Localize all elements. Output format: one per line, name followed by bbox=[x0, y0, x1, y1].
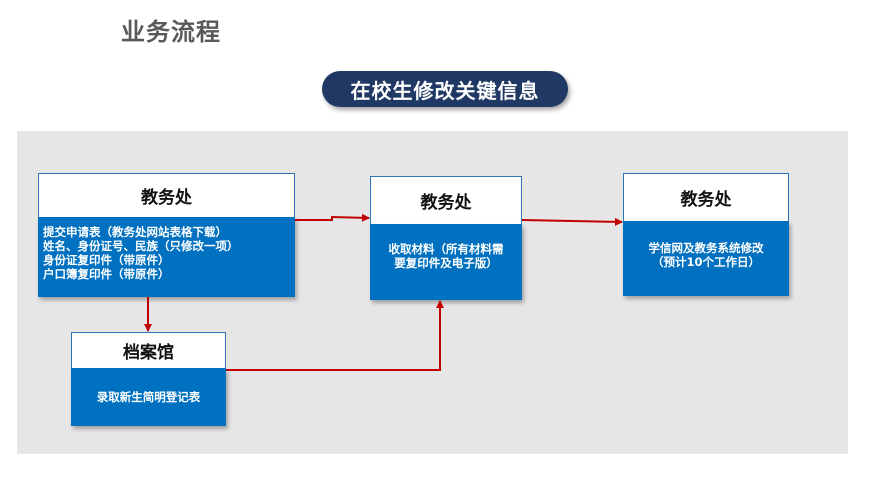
node-office-modify-line: （预计10个工作日） bbox=[651, 254, 760, 269]
node-office-modify-title: 教务处 bbox=[623, 173, 789, 221]
node-office-modify-body: 学信网及教务系统修改 （预计10个工作日） bbox=[623, 221, 789, 296]
node-office-submit-line: 户口簿复印件（带原件） bbox=[43, 267, 170, 281]
node-office-submit: 教务处 提交申请表（教务处网站表格下载） 姓名、身份证号、民族（只修改一项） 身… bbox=[38, 173, 295, 297]
node-office-submit-line: 提交申请表（教务处网站表格下载） bbox=[43, 225, 227, 239]
node-office-modify: 教务处 学信网及教务系统修改 （预计10个工作日） bbox=[623, 173, 789, 296]
arrow-archive-to-collect bbox=[226, 300, 444, 371]
page-title: 业务流程 bbox=[121, 18, 221, 46]
node-archive: 档案馆 录取新生简明登记表 bbox=[71, 332, 226, 426]
node-office-modify-line: 学信网及教务系统修改 bbox=[648, 240, 764, 255]
node-office-collect-body: 收取材料（所有材料需 要复印件及电子版） bbox=[370, 224, 522, 300]
node-office-submit-line: 姓名、身份证号、民族（只修改一项） bbox=[43, 239, 239, 253]
node-office-collect-title: 教务处 bbox=[370, 176, 522, 224]
arrow-submit-to-collect bbox=[295, 213, 370, 222]
node-archive-title: 档案馆 bbox=[71, 332, 226, 368]
arrow-collect-to-modify bbox=[521, 217, 623, 226]
node-office-collect-line: 收取材料（所有材料需 bbox=[388, 242, 504, 256]
node-office-submit-title: 教务处 bbox=[38, 173, 295, 217]
node-office-submit-body: 提交申请表（教务处网站表格下载） 姓名、身份证号、民族（只修改一项） 身份证复印… bbox=[38, 217, 295, 297]
node-office-submit-line: 身份证复印件（带原件） bbox=[43, 253, 170, 267]
node-office-collect-line: 要复印件及电子版） bbox=[394, 256, 498, 270]
process-banner: 在校生修改关键信息 bbox=[322, 71, 568, 107]
node-archive-line: 录取新生简明登记表 bbox=[96, 390, 201, 404]
node-office-collect: 教务处 收取材料（所有材料需 要复印件及电子版） bbox=[370, 176, 522, 300]
node-archive-body: 录取新生简明登记表 bbox=[71, 368, 226, 426]
